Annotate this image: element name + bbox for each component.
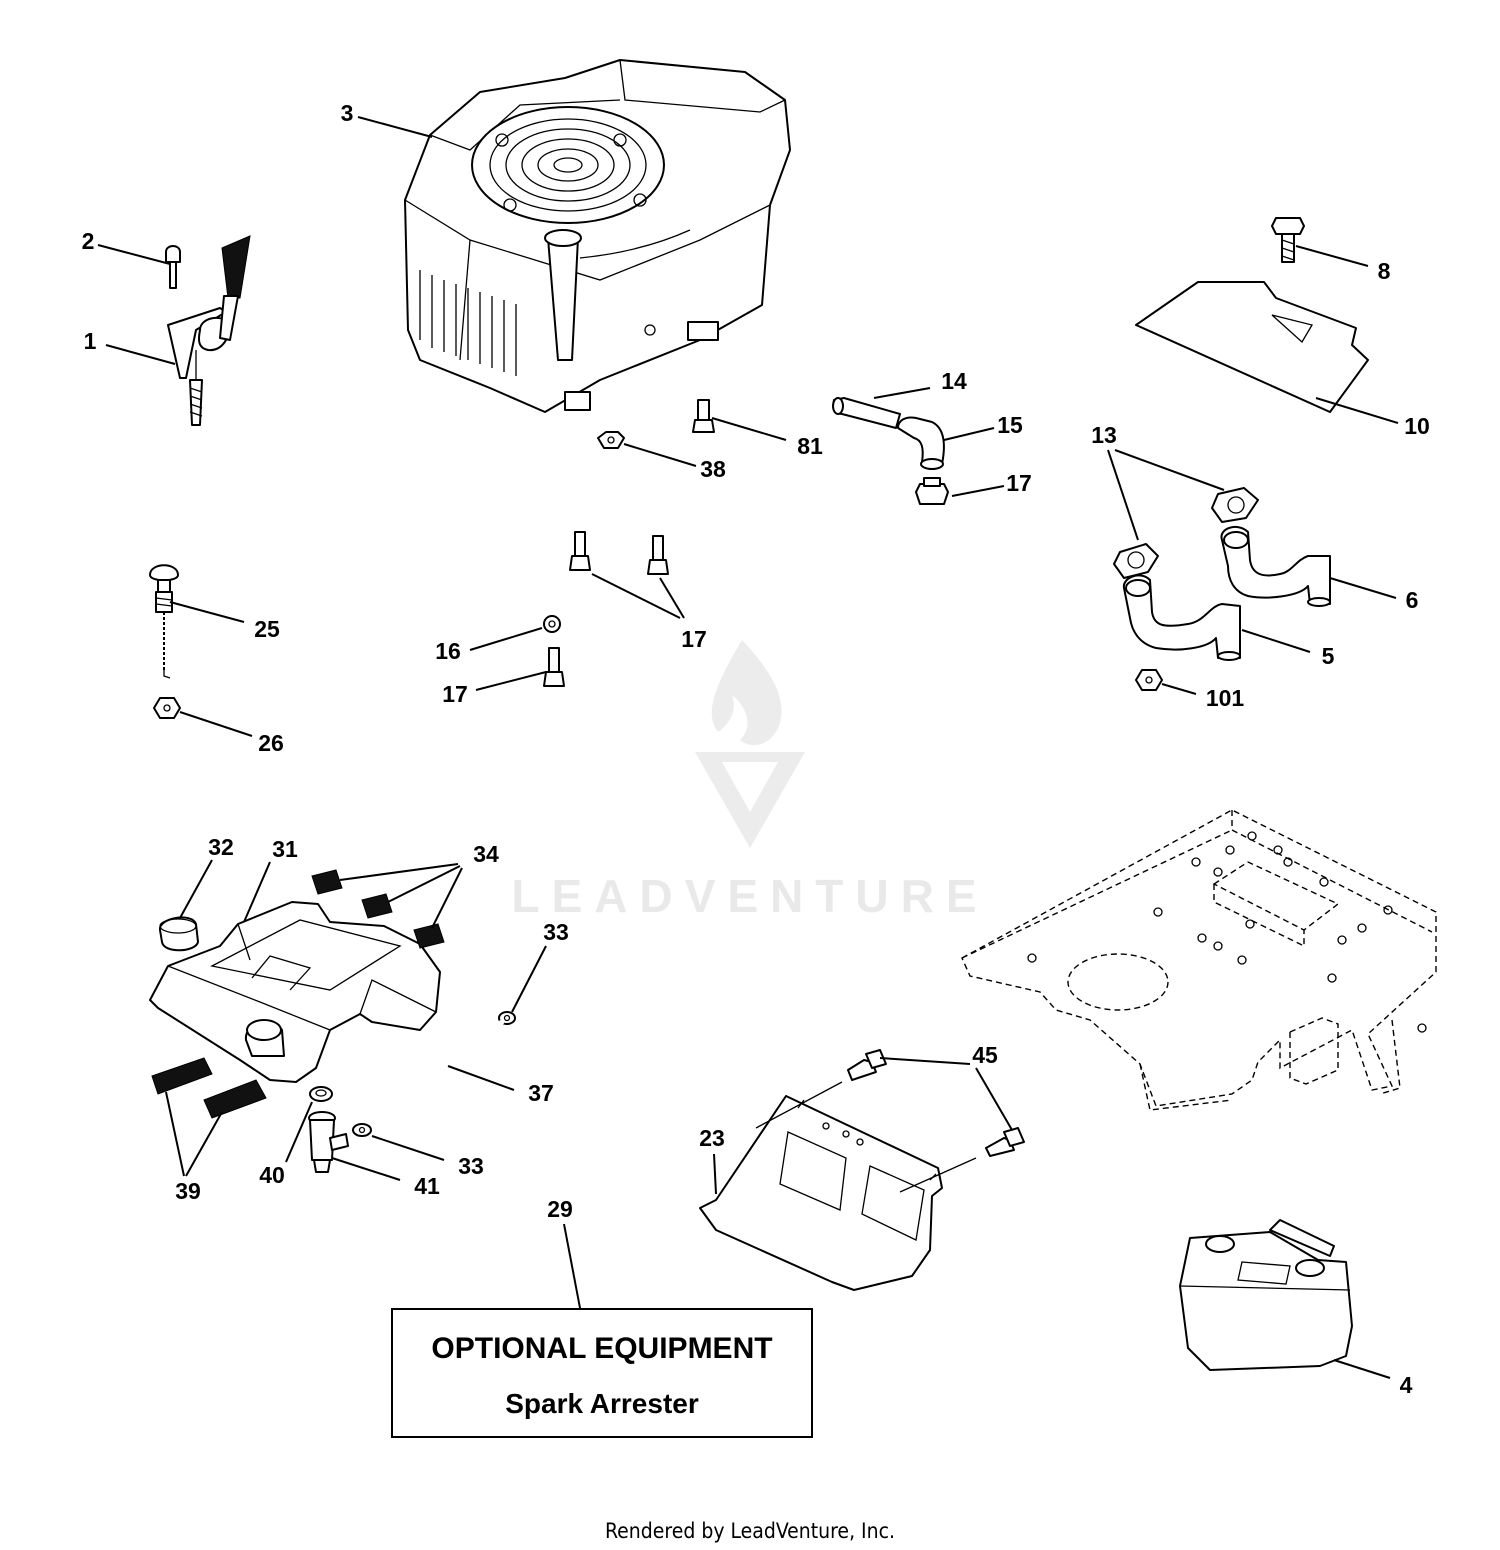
optional-equipment-box: OPTIONAL EQUIPMENT Spark Arrester xyxy=(391,1308,813,1438)
pads-34-part xyxy=(311,869,445,949)
nut-26-part xyxy=(153,697,181,719)
nipple-14-part xyxy=(832,397,901,429)
callout-16: 16 xyxy=(435,638,461,664)
callout-101: 101 xyxy=(1206,685,1245,711)
callout-39: 39 xyxy=(175,1178,201,1204)
gasket-13-part xyxy=(1113,487,1259,579)
footer-text: Rendered by LeadVenture, Inc. xyxy=(605,1519,895,1543)
bracket-23-part xyxy=(699,1095,943,1291)
callout-32: 32 xyxy=(208,834,234,860)
choke-knob-25-part xyxy=(149,564,179,679)
callout-3: 3 xyxy=(341,100,354,126)
callout-33-lower: 33 xyxy=(458,1153,484,1179)
fuel-cap-32-part xyxy=(159,916,199,952)
callout-40: 40 xyxy=(259,1162,285,1188)
bolt-17-lower-part xyxy=(543,647,565,687)
flame-icon xyxy=(711,640,782,746)
clamp-33-lower-part xyxy=(352,1123,372,1137)
muffler-4-part xyxy=(1179,1219,1353,1371)
bolt-17-upper-part xyxy=(692,399,715,433)
lockwasher-16-part xyxy=(543,615,561,633)
callout-8: 8 xyxy=(1378,258,1391,284)
callout-34: 34 xyxy=(473,841,499,867)
callout-33-upper: 33 xyxy=(543,919,569,945)
callout-17-middle: 17 xyxy=(681,626,707,652)
exhaust-pipe-5-part xyxy=(1122,574,1241,661)
callout-45: 45 xyxy=(972,1042,998,1068)
callout-26: 26 xyxy=(258,730,284,756)
engine-part xyxy=(404,59,791,413)
v-logo-icon xyxy=(695,752,805,848)
callout-29: 29 xyxy=(547,1196,573,1222)
callout-17-lower: 17 xyxy=(442,681,468,707)
callout-81: 38 xyxy=(700,456,726,482)
callout-17-upper: 81 xyxy=(797,433,823,459)
pads-39-part xyxy=(151,1057,267,1119)
bolt-45-part xyxy=(847,1049,1025,1157)
fuel-valve-41-part xyxy=(308,1111,349,1173)
callout-13: 13 xyxy=(1091,422,1117,448)
callout-25: 25 xyxy=(254,616,280,642)
bolt-8-part xyxy=(1271,217,1305,263)
bushing-40-part xyxy=(309,1086,333,1102)
fuel-line-37-part xyxy=(379,1019,505,1119)
throttle-control-part xyxy=(165,235,251,426)
washer-81-part xyxy=(597,431,625,449)
callout-4: 4 xyxy=(1400,1372,1413,1398)
callout-14: 14 xyxy=(941,368,967,394)
callout-41: 41 xyxy=(414,1173,440,1199)
callout-37: 37 xyxy=(528,1080,554,1106)
fuel-tank-31-part xyxy=(149,901,441,1083)
plug-38-part xyxy=(915,477,949,505)
exhaust-pipe-6-part xyxy=(1220,525,1331,607)
nut-101-part xyxy=(1135,669,1163,691)
callout-2: 2 xyxy=(82,228,95,254)
watermark-text: LEADVENTURE xyxy=(511,870,988,922)
leadventure-watermark: LEADVENTURE xyxy=(511,640,988,922)
callout-23: 23 xyxy=(699,1125,725,1151)
callout-5: 5 xyxy=(1322,643,1335,669)
callout-10: 10 xyxy=(1404,413,1430,439)
elbow-15-part xyxy=(897,416,945,470)
optional-equipment-title: OPTIONAL EQUIPMENT xyxy=(431,1332,772,1365)
heat-shield-part xyxy=(1135,281,1369,413)
callout-31: 31 xyxy=(272,836,298,862)
bolt-17-middle-part xyxy=(569,531,669,575)
callout-6: 6 xyxy=(1406,587,1419,613)
callout-1: 1 xyxy=(84,328,97,354)
callout-15: 15 xyxy=(997,412,1023,438)
spark-arrester-label: Spark Arrester xyxy=(505,1388,699,1419)
callout-38: 17 xyxy=(1006,470,1032,496)
frame-phantom-part xyxy=(961,809,1437,1111)
